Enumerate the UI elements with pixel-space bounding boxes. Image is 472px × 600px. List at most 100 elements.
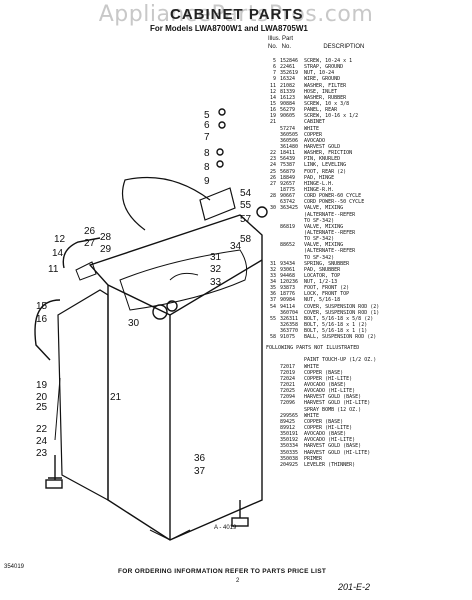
illus-number: 55: [269, 315, 276, 322]
illus-number: 14: [269, 94, 276, 101]
part-description: HARVEST GOLD: [304, 143, 341, 150]
parts-row: 14 16123 WASHER, RUBBER: [266, 95, 470, 101]
part-number: 90884: [280, 100, 296, 107]
part-description: NUT, 5/16-18: [304, 297, 341, 304]
callout: 30: [128, 318, 140, 329]
part-number: 89912: [280, 425, 296, 432]
part-number: 93434: [280, 260, 296, 267]
callout: 34: [230, 241, 242, 252]
part-description: TO SF-342): [304, 217, 335, 224]
parts-row: TO SF-342): [266, 255, 470, 261]
col-description: DESCRIPTION: [323, 44, 365, 50]
part-number: 326358: [280, 322, 299, 329]
part-description: SCREW, 10-16 x 1/2: [304, 113, 359, 120]
part-number: 152846: [280, 58, 299, 64]
part-number: 72024: [280, 375, 296, 382]
part-description: (ALTERNATE--REFER: [304, 229, 356, 236]
parts-row: 72024 COPPER (HI-LITE): [266, 376, 470, 382]
part-number: 88652: [280, 242, 296, 249]
col-part-no: No.: [281, 44, 292, 50]
illus-label: Illus. Part: [268, 36, 294, 42]
part-description: COVER, SUSPENSION ROD (1): [304, 309, 380, 316]
ordering-note: FOR ORDERING INFORMATION REFER TO PARTS …: [118, 568, 327, 575]
cabinet-drawing: [34, 108, 268, 541]
power-cord: [121, 176, 211, 231]
illus-number: 7: [272, 70, 276, 77]
illus-number: 22: [269, 150, 276, 157]
part-description: COPPER (HI-LITE): [304, 375, 353, 382]
parts-row: (ALTERNATE--REFER: [266, 230, 470, 236]
part-description: WASHER, RUBBER: [304, 94, 347, 101]
top-opening: [119, 249, 248, 311]
part-description: LOCATOR, TOP: [304, 272, 341, 279]
illus-number: 27: [269, 180, 276, 187]
parts-row: PAINT TOUCH-UP (1/2 OZ.): [266, 357, 470, 363]
part-description: BALL, SUSPENSION ROD (2): [304, 334, 377, 341]
part-description: COPPER (BASE): [304, 418, 344, 425]
inlet-hose: [62, 237, 101, 269]
part-description: VALVE, MIXING: [304, 242, 344, 249]
callout: 21: [110, 392, 122, 403]
mixing-valve-shape: [152, 304, 168, 320]
part-description: PRIMER: [304, 455, 323, 462]
part-description: VALVE, MIXING: [304, 205, 344, 212]
callout: 28: [100, 232, 112, 243]
part-description: TO SF-342): [304, 254, 335, 261]
part-number: 360704: [280, 309, 299, 316]
callout: 36: [194, 453, 206, 464]
part-description: (ALTERNATE--REFER: [304, 248, 356, 255]
illus-number: 24: [269, 162, 276, 169]
illus-number: 35: [269, 285, 276, 292]
suspension-ball: [256, 206, 268, 218]
callout: 26: [84, 226, 96, 237]
callout: 24: [36, 436, 48, 447]
part-description: STRAP, GROUND: [304, 64, 344, 71]
part-description: VALVE, MIXING: [304, 223, 344, 230]
part-description: LEVELER (THINNER): [304, 461, 356, 468]
part-number: 22461: [280, 64, 296, 71]
part-description: PAD, HINGE: [304, 174, 335, 181]
part-number: 21082: [280, 82, 296, 89]
parts-row: 360704 COVER, SUSPENSION ROD (1): [266, 310, 470, 316]
part-number: 18411: [280, 150, 296, 157]
part-number: 18849: [280, 174, 296, 181]
part-description: SCREW, 10-24 x 1: [304, 58, 353, 64]
part-number: 16123: [280, 94, 296, 101]
rear-panel: [57, 289, 109, 502]
part-description: PANEL, REAR: [304, 107, 338, 114]
part-description: COPPER: [304, 131, 323, 138]
part-description: PIN, KNURLED: [304, 156, 341, 163]
callout: 8: [204, 148, 210, 159]
illus-number: 36: [269, 291, 276, 298]
page-subtitle: For Models LWA8700W1 and LWA8705W1: [150, 24, 308, 33]
part-description: AVOCADO: [304, 137, 326, 144]
part-number: 18776: [280, 291, 296, 298]
illus-number: 30: [269, 205, 276, 212]
part-description: WIRE, GROUND: [304, 76, 341, 83]
part-number: 350191: [280, 431, 299, 438]
parts-row: (ALTERNATE--REFER: [266, 212, 470, 218]
